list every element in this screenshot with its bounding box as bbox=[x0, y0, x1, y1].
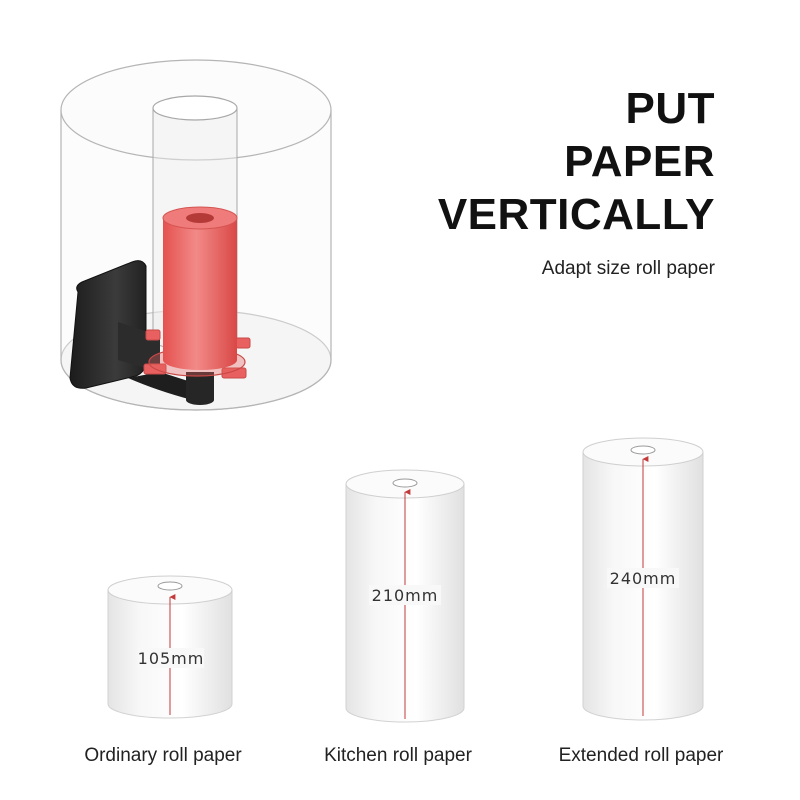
roll-holder-illustration bbox=[60, 59, 332, 411]
extended-roll-caption: Extended roll paper bbox=[558, 745, 724, 766]
kitchen-roll-height-label: 210mm bbox=[372, 586, 439, 605]
kitchen-roll-icon: 210mm bbox=[345, 469, 465, 723]
ordinary-roll-caption: Ordinary roll paper bbox=[84, 745, 242, 766]
ordinary-roll-height-label: 105mm bbox=[138, 649, 205, 668]
headline-line-2: PAPER bbox=[564, 137, 715, 186]
subtitle: Adapt size roll paper bbox=[541, 258, 715, 279]
headline-line-1: PUT bbox=[625, 84, 715, 133]
extended-roll-icon: 240mm bbox=[582, 437, 704, 721]
headline: PUT PAPER VERTICALLY bbox=[438, 82, 715, 241]
kitchen-roll-caption: Kitchen roll paper bbox=[324, 745, 472, 766]
headline-line-3: VERTICALLY bbox=[437, 190, 715, 239]
extended-roll-height-label: 240mm bbox=[610, 569, 677, 588]
ordinary-roll-icon: 105mm bbox=[107, 575, 233, 719]
